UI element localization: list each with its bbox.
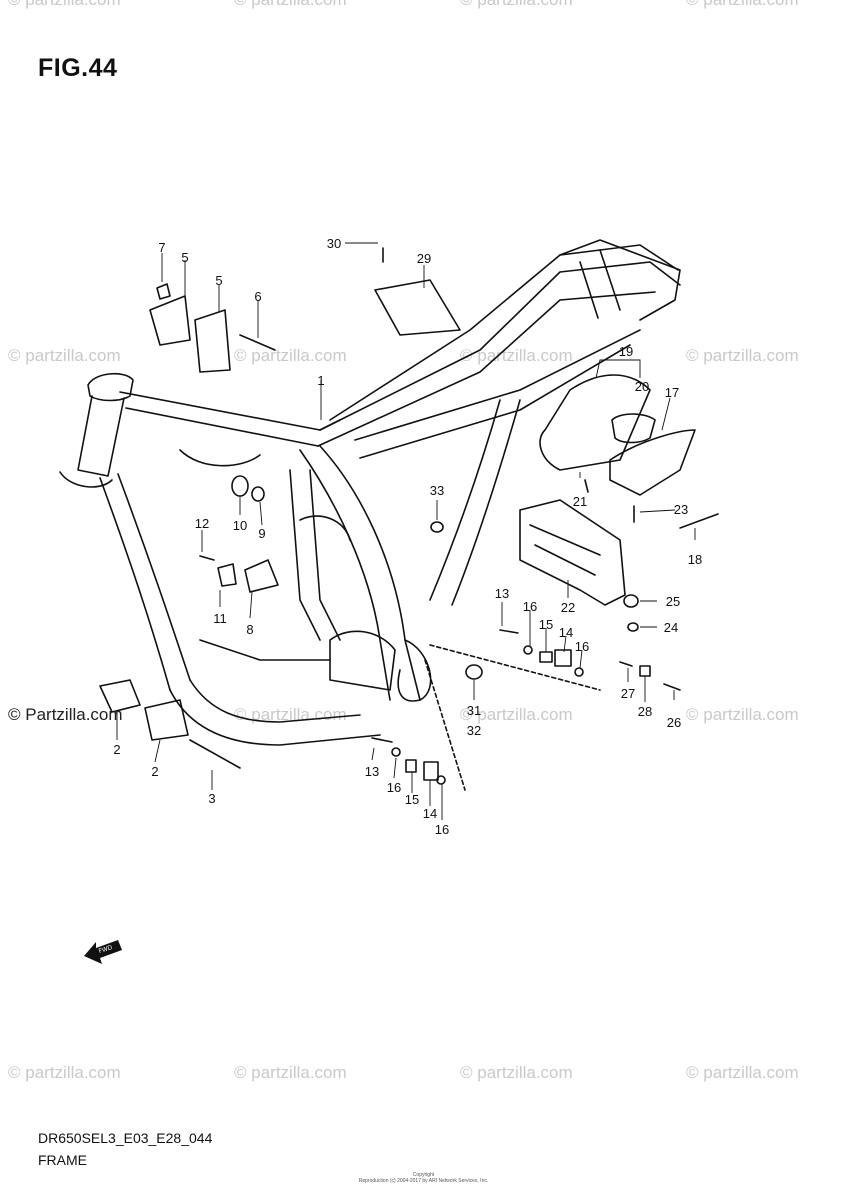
copyright: Copyright Reproduction (c) 2004-2017 by … [0,1172,847,1184]
watermark: © partzilla.com [686,1063,799,1082]
callout-11: 11 [213,611,227,626]
watermark: © partzilla.com [460,705,573,724]
callout-14: 14 [423,806,437,821]
callout-labels: 1 2 2 3 5 5 6 7 8 9 10 11 12 13 13 14 14… [113,236,702,837]
watermark: © partzilla.com [234,346,347,365]
figure-name: FRAME [38,1152,87,1168]
callout-10: 10 [233,518,247,533]
copyright-line: Copyright [412,1172,435,1178]
watermark: © partzilla.com [8,1063,121,1082]
callout-24: 24 [664,620,678,635]
callout-9: 9 [258,526,265,541]
callout-5: 5 [215,273,222,288]
callout-16: 16 [387,780,401,795]
callout-18: 18 [688,552,702,567]
callout-31: 31 [467,703,481,718]
copyright-line: Reproduction (c) 2004-2017 by ARI Networ… [358,1178,489,1184]
callout-33: 33 [430,483,444,498]
callout-15: 15 [405,792,419,807]
watermark: © partzilla.com [8,0,121,10]
callout-17: 17 [665,385,679,400]
watermark: © partzilla.com [460,1063,573,1082]
callout-6: 6 [254,289,261,304]
watermark: © partzilla.com [686,0,799,10]
watermark-strong: © Partzilla.com [8,705,123,724]
callout-13: 13 [365,764,379,779]
callout-5: 5 [181,250,188,265]
callout-1: 1 [317,373,324,388]
leader-lines [116,242,696,820]
watermark: © partzilla.com [234,1063,347,1082]
callout-22: 22 [561,600,575,615]
watermark: © partzilla.com [234,0,347,10]
watermark: © partzilla.com [8,346,121,365]
callout-7: 7 [158,240,165,255]
callout-27: 27 [621,686,635,701]
callout-2: 2 [151,764,158,779]
callout-15: 15 [539,617,553,632]
callout-29: 29 [417,251,431,266]
callout-25: 25 [666,594,680,609]
callout-32: 32 [467,723,481,738]
forward-arrow-icon: FWD [84,940,122,964]
callout-12: 12 [195,516,209,531]
watermark: © partzilla.com [460,346,573,365]
model-code: DR650SEL3_E03_E28_044 [38,1130,213,1146]
callout-19: 19 [619,344,633,359]
callout-21: 21 [573,494,587,509]
callout-30: 30 [327,236,341,251]
watermark: © partzilla.com [460,0,573,10]
fwd-label: FWD [98,944,114,955]
callout-26: 26 [667,715,681,730]
callout-20: 20 [635,379,649,394]
callout-16: 16 [575,639,589,654]
watermark: © partzilla.com [686,705,799,724]
callout-28: 28 [638,704,652,719]
callout-13: 13 [495,586,509,601]
callout-14: 14 [559,625,573,640]
callout-2: 2 [113,742,120,757]
figure-title: FIG.44 [38,54,118,82]
callout-16: 16 [523,599,537,614]
callout-3: 3 [208,791,215,806]
frame-drawing [59,239,719,791]
callout-16: 16 [435,822,449,837]
callout-23: 23 [674,502,688,517]
callout-8: 8 [246,622,253,637]
watermark: © partzilla.com [686,346,799,365]
